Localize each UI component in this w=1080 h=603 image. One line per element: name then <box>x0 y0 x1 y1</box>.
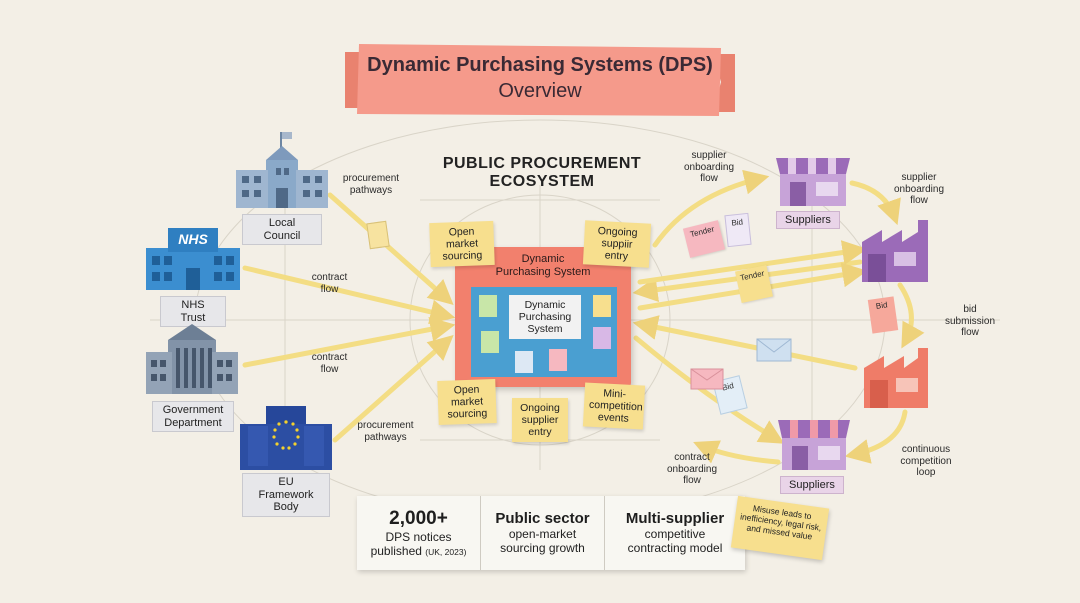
hub-outer-title: Dynamic Purchasing System <box>495 253 591 278</box>
government-department-label: Government Department <box>152 401 234 433</box>
eu-flag-icon <box>240 406 332 470</box>
nhs-trust-building: NHS <box>146 228 240 290</box>
stat-multi-title: Multi-supplier <box>625 510 725 527</box>
stat-dps-notices: 2,000+ DPS notices published (UK, 2023) <box>357 496 481 570</box>
nhs-logo: NHS <box>178 231 208 247</box>
flow-label-contract-flow-top: contract flow <box>311 272 348 295</box>
factory-icon <box>862 220 928 282</box>
flow-label-supplier-onboarding-right: supplier onboarding flow <box>893 172 945 206</box>
stat-public-title: Public sector <box>495 510 590 527</box>
eu-framework-label: EU Framework Body <box>242 473 330 517</box>
arrow-hub-to-left-top <box>637 240 868 285</box>
envelope-icon <box>690 368 724 390</box>
flow-label-continuous-loop: continuous competition loop <box>900 444 952 478</box>
flow-label-supplier-onboarding-left: supplier onboarding flow <box>683 150 735 184</box>
eu-framework-building <box>240 406 332 470</box>
note-card <box>549 349 567 371</box>
arrow-suppliers-to-factory <box>849 180 901 226</box>
supplier-factory-purple <box>862 220 928 282</box>
note-open-market-top: Open market sourcing <box>429 220 495 268</box>
document-icon <box>366 220 390 250</box>
hub-inner-title: Dynamic Purchasing System <box>509 295 581 339</box>
shop-icon <box>776 158 850 206</box>
columns-building-icon <box>146 324 238 394</box>
note-ongoing-entry-top: Ongoing suppiir entry <box>582 220 652 268</box>
stats-panel: 2,000+ DPS notices published (UK, 2023) … <box>357 496 745 570</box>
arrow-factory2-to-suppliers <box>844 409 908 464</box>
arrow-suppliers-to-contract <box>693 440 781 465</box>
flow-label-procurement-pathways-bottom: procurement pathways <box>357 420 414 443</box>
arrow-factory2-to-hub <box>632 315 858 371</box>
tender-document-2: Tender <box>735 265 773 303</box>
government-department-building <box>146 322 238 394</box>
stat-public-desc: open-market sourcing growth <box>500 527 585 556</box>
dps-hub: Dynamic Purchasing System Dynamic Purcha… <box>455 247 631 387</box>
hospital-building-icon <box>146 228 240 290</box>
local-council-label: Local Council <box>242 214 322 246</box>
note-open-market-bottom: Open market sourcing <box>437 379 497 426</box>
arrow-hub-to-suppliers-top <box>652 169 770 248</box>
hub-inner-board: Dynamic Purchasing System <box>471 287 617 377</box>
title-line-1: Dynamic Purchasing Systems (DPS) <box>367 54 713 76</box>
bid-document-1: Bid <box>724 212 752 248</box>
title-line-2: Overview <box>498 80 582 102</box>
stat-public-sector: Public sector open-market sourcing growt… <box>481 496 605 570</box>
note-card <box>593 295 611 317</box>
note-card <box>593 327 611 349</box>
arrow-nhs-trust <box>242 265 456 325</box>
stat-dps-desc-line1: DPS notices <box>385 530 452 544</box>
supplier-factory-coral <box>864 348 928 408</box>
arrow-hub-to-suppliers-bottom <box>633 335 785 444</box>
shop-icon <box>778 420 850 470</box>
envelope-icon <box>756 338 792 362</box>
bid-document-2: Bid <box>867 296 899 334</box>
suppliers-top-shop <box>776 150 850 206</box>
arrow-local-council <box>327 192 454 305</box>
flow-label-contract-flow-bottom: contract flow <box>311 352 348 375</box>
arrow-factory-to-factory <box>897 282 925 349</box>
flow-label-contract-onboarding: contract onboarding flow <box>666 452 718 486</box>
note-ongoing-entry-bottom: Ongoing supplier entry <box>512 398 568 443</box>
suppliers-bottom-label: Suppliers <box>780 476 844 494</box>
note-card <box>481 331 499 353</box>
local-council-building <box>236 130 328 210</box>
note-card <box>479 295 497 317</box>
stat-multi-desc: competitive contracting model <box>627 527 723 556</box>
stat-dps-desc-line2: published (UK, 2023) <box>370 544 467 559</box>
banner-ribbon <box>345 44 735 116</box>
arrow-government <box>242 317 456 368</box>
stat-dps-number: 2,000+ <box>389 508 448 529</box>
flow-label-bid-submission: bid submission flow <box>944 304 996 338</box>
stat-multi-supplier: Multi-supplier competitive contracting m… <box>605 496 745 570</box>
flow-label-procurement-pathways-top: procurement pathways <box>342 173 400 196</box>
suppliers-bottom-shop <box>778 412 850 470</box>
note-mini-competition: Mini-competition events <box>582 382 646 430</box>
government-building-icon <box>236 132 328 208</box>
suppliers-top-label: Suppliers <box>776 211 840 229</box>
arrow-eu-framework <box>332 335 454 443</box>
note-card <box>515 351 533 373</box>
title-banner: Dynamic Purchasing Systems (DPS) Overvie… <box>345 42 735 120</box>
factory-icon <box>864 348 928 408</box>
ecosystem-label: PUBLIC PROCUREMENT ECOSYSTEM <box>442 155 642 191</box>
